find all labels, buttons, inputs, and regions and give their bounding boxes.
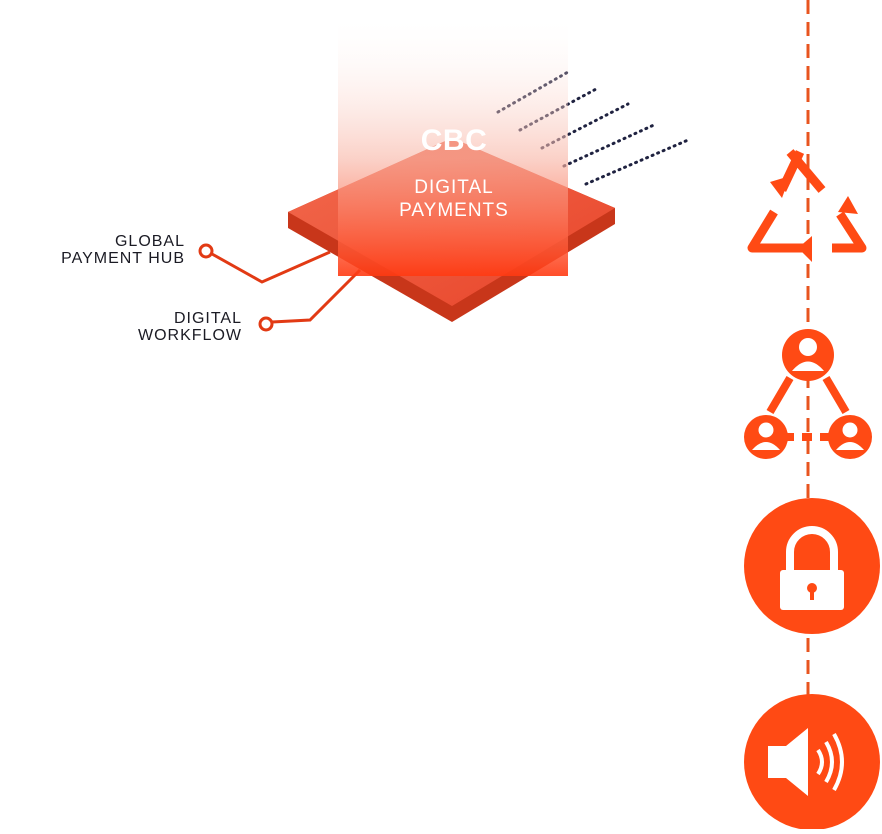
chip-title: DIGITAL PAYMENTS: [372, 176, 536, 222]
connector-digital-workflow: [271, 268, 362, 324]
gph-line1: GLOBAL: [114, 233, 185, 250]
gph-line2: PAYMENT HUB: [61, 250, 185, 267]
connector-node-gph: [198, 243, 214, 259]
connector-node-dwf: [258, 316, 274, 332]
chip-title-line2: PAYMENTS: [399, 200, 509, 221]
dwf-line1: DIGITAL: [173, 310, 242, 327]
digital-workflow-label: DIGITAL WORKFLOW: [138, 310, 242, 344]
chip-light-beam: [338, 14, 568, 276]
chip-brand: CBC: [420, 124, 488, 157]
recycle-icon: [747, 149, 867, 262]
chip-title-line1: DIGITAL: [414, 177, 494, 198]
people-network-icon: [744, 329, 872, 459]
speaker-icon: [744, 694, 880, 830]
dwf-line2: WORKFLOW: [138, 327, 242, 344]
lock-icon: [744, 498, 880, 634]
global-payment-hub-label: GLOBAL PAYMENT HUB: [61, 233, 185, 267]
connector-global-payment-hub: [211, 250, 331, 284]
